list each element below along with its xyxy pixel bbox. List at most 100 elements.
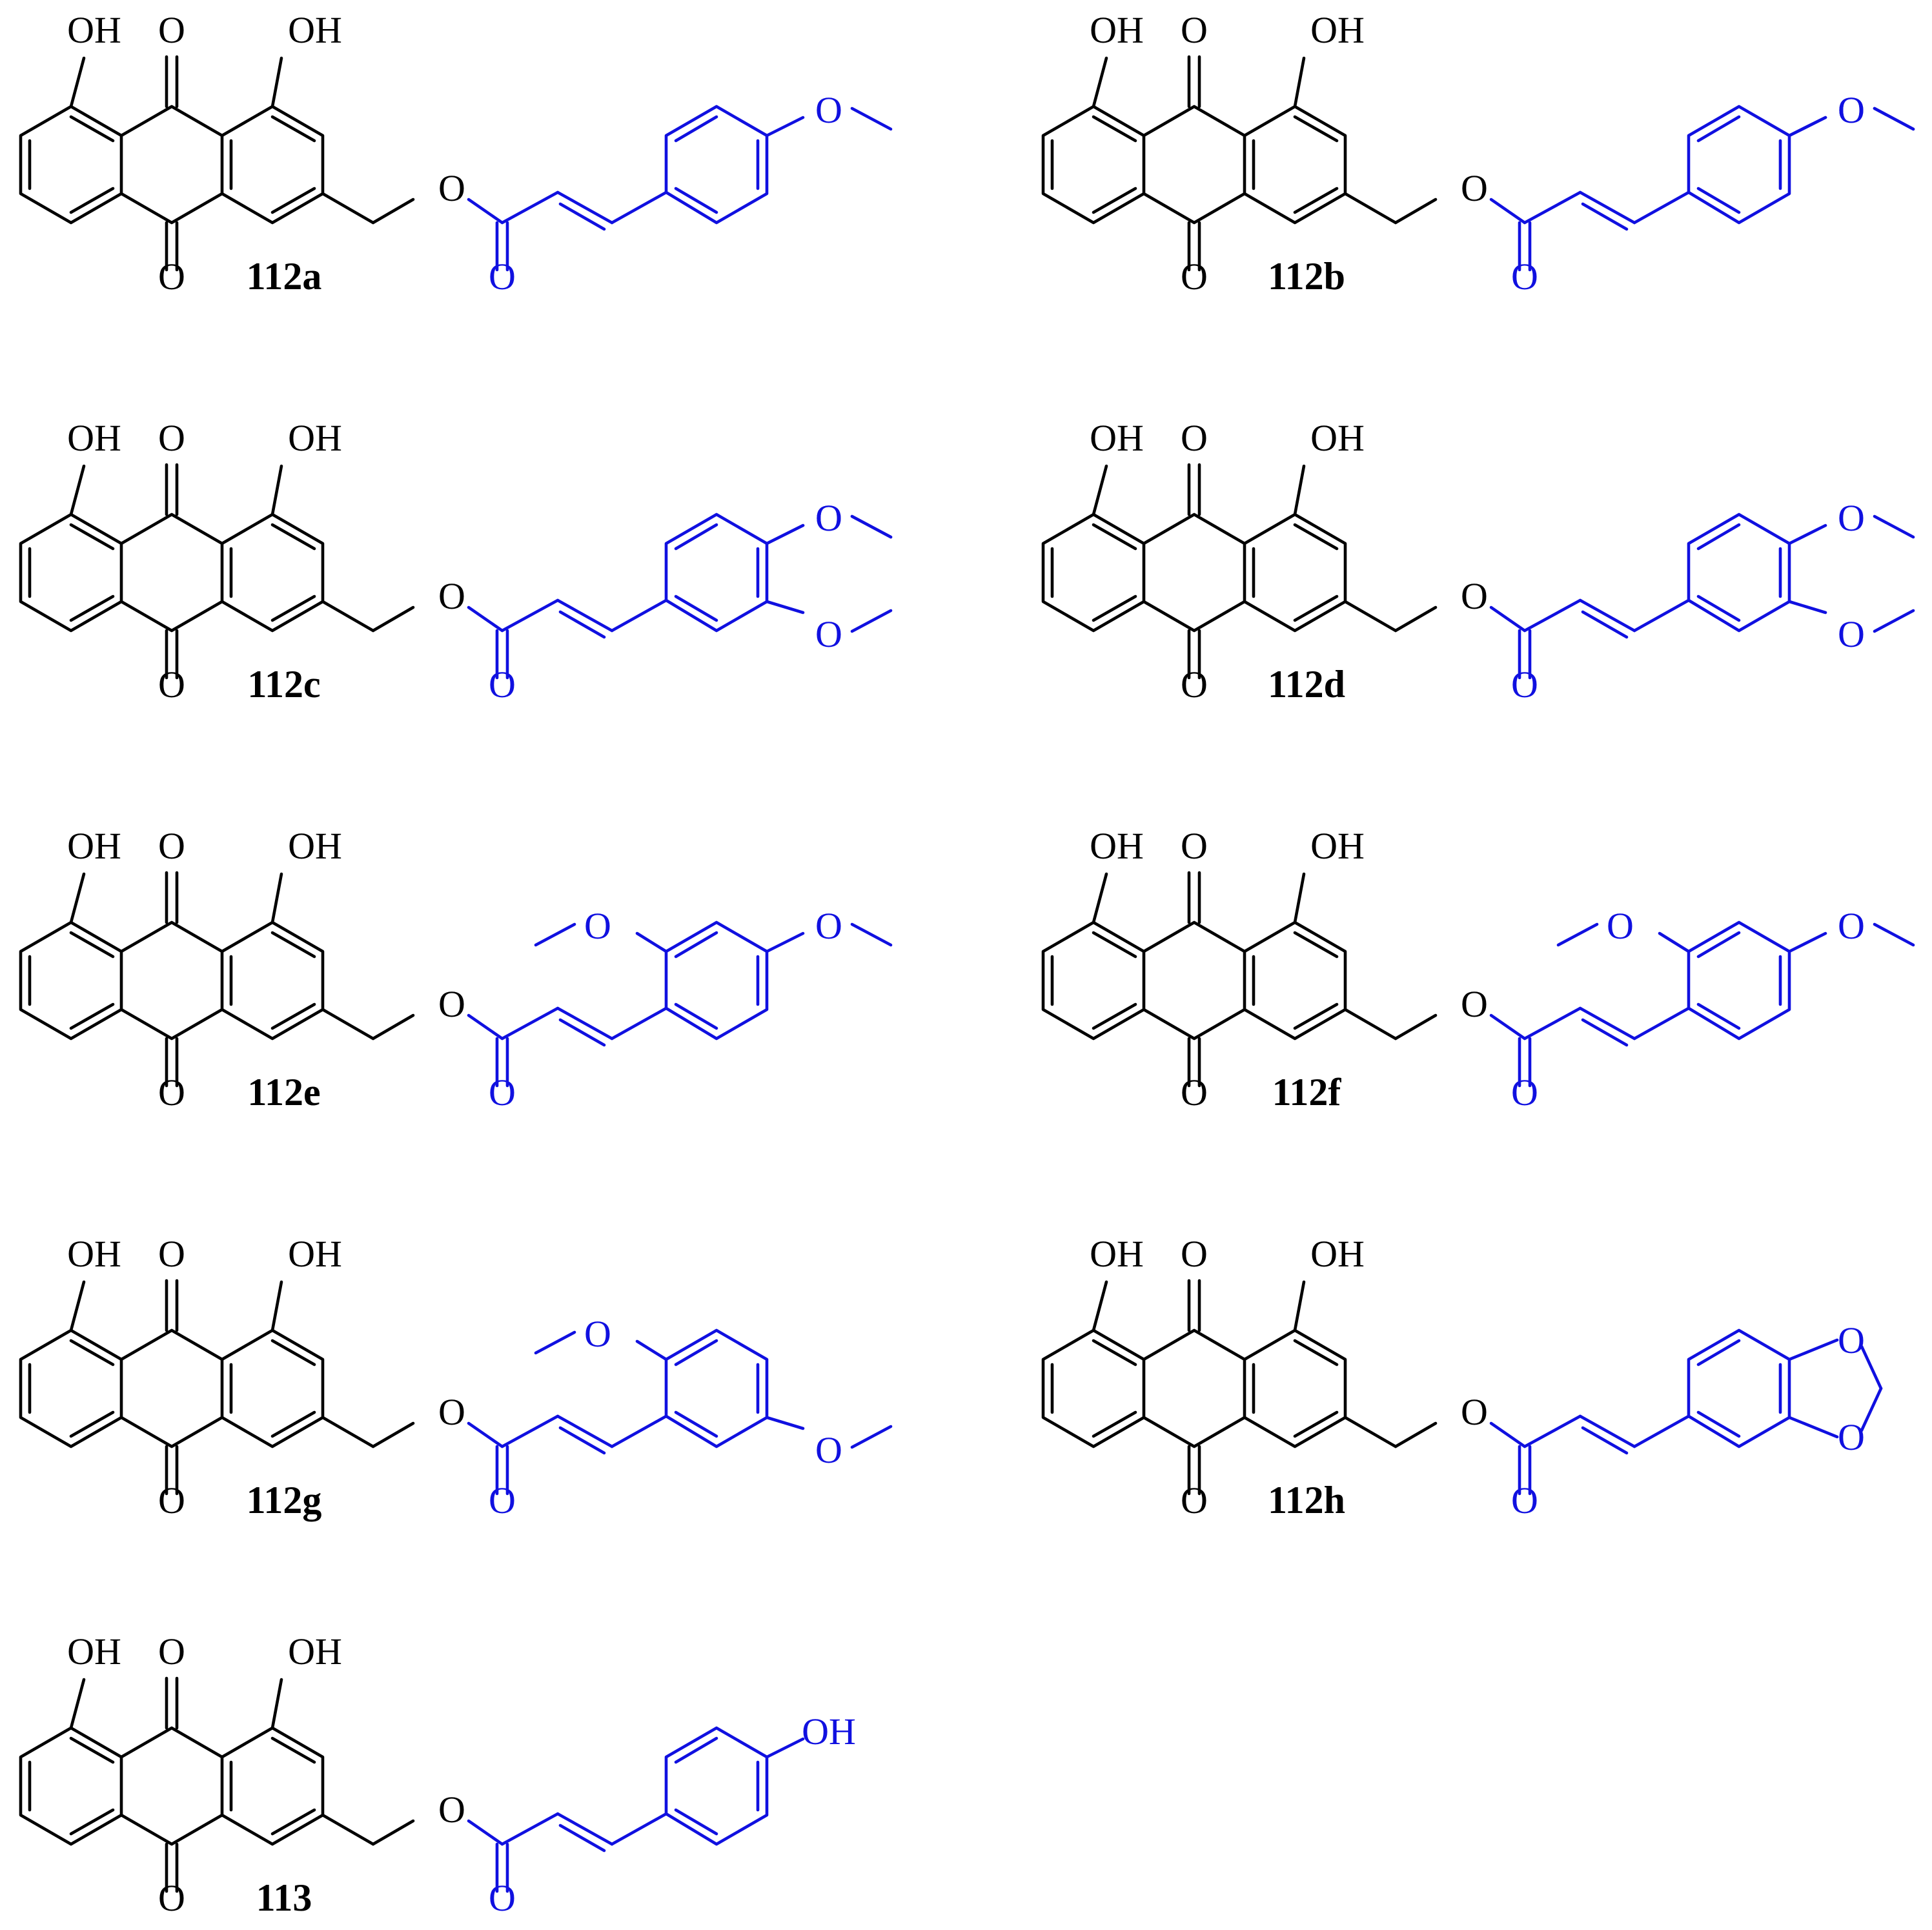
phenyl-ring bbox=[1689, 1330, 1789, 1447]
hydroxyl-label: OH bbox=[67, 1630, 121, 1672]
hydroxyl-label: OH bbox=[1310, 825, 1365, 867]
phenyl-ring bbox=[666, 1330, 767, 1447]
methoxy-oxygen-label: O bbox=[815, 89, 842, 131]
carbonyl-oxygen-label: O bbox=[158, 417, 185, 459]
ester-carbonyl-label: O bbox=[489, 664, 516, 706]
phenyl-ring bbox=[1689, 514, 1789, 631]
methoxy-oxygen-label: O bbox=[1838, 89, 1865, 131]
ester-oxygen-label: O bbox=[1461, 167, 1488, 209]
methoxy-oxygen-label: O bbox=[815, 497, 842, 539]
anthraquinone-core bbox=[1043, 57, 1436, 270]
anthraquinone-core bbox=[1043, 1281, 1436, 1494]
hydroxyl-label: OH bbox=[1310, 1233, 1365, 1275]
substituent-p bbox=[765, 514, 893, 545]
methoxy-oxygen-label: O bbox=[584, 1313, 611, 1355]
ester-carbonyl-label: O bbox=[489, 1479, 516, 1521]
hydroxyl-label: OH bbox=[1090, 1233, 1144, 1275]
methoxy-oxygen-label: O bbox=[1838, 497, 1865, 539]
compound-id: 112e bbox=[247, 1071, 320, 1113]
phenyl-ring bbox=[666, 1728, 767, 1844]
ester-carbonyl-label: O bbox=[1511, 1479, 1538, 1521]
substituent-o bbox=[534, 1330, 668, 1361]
methoxy-oxygen-label: O bbox=[1838, 905, 1865, 947]
ester-carbonyl-label: O bbox=[489, 1877, 516, 1919]
hydroxyl-label: OH bbox=[67, 417, 121, 459]
compound-id: 113 bbox=[256, 1876, 312, 1919]
hydroxyl-label: OH bbox=[802, 1711, 856, 1752]
ring-oxygen-label: O bbox=[1838, 1416, 1865, 1458]
ester-oxygen-label: O bbox=[438, 1391, 465, 1433]
methoxy-oxygen-label: O bbox=[1607, 905, 1634, 947]
substituent-m2 bbox=[765, 600, 893, 633]
carbonyl-oxygen-label: O bbox=[158, 825, 185, 867]
anthraquinone-core bbox=[21, 873, 413, 1086]
ester-carbonyl-label: O bbox=[1511, 1072, 1538, 1113]
anthraquinone-core bbox=[1043, 465, 1436, 678]
carbonyl-oxygen-label: O bbox=[1181, 417, 1208, 459]
hydroxyl-label: OH bbox=[67, 825, 121, 867]
ester-oxygen-label: O bbox=[438, 575, 465, 617]
ester-oxygen-label: O bbox=[1461, 1391, 1488, 1433]
anthraquinone-core bbox=[21, 57, 413, 270]
phenyl-ring bbox=[1689, 107, 1789, 223]
phenyl-ring bbox=[666, 514, 767, 631]
carbonyl-oxygen-label: O bbox=[158, 1630, 185, 1672]
compound-id: 112a bbox=[247, 255, 322, 298]
molecule-112g: OH OH O O O O 112g O O bbox=[21, 1233, 893, 1521]
carbonyl-oxygen-label: O bbox=[1181, 664, 1208, 706]
methoxy-oxygen-label: O bbox=[815, 497, 842, 539]
ester-oxygen-label: O bbox=[1461, 983, 1488, 1025]
ester-carbonyl-label: O bbox=[1511, 256, 1538, 298]
hydroxyl-label: OH bbox=[1310, 9, 1365, 51]
methoxy-oxygen-label: O bbox=[1838, 613, 1865, 655]
hydroxyl-label: OH bbox=[1090, 9, 1144, 51]
carbonyl-oxygen-label: O bbox=[158, 1233, 185, 1275]
carbonyl-oxygen-label: O bbox=[158, 1072, 185, 1113]
hydroxyl-label: OH bbox=[288, 825, 342, 867]
anthraquinone-core bbox=[21, 1281, 413, 1494]
compound-id: 112b bbox=[1268, 255, 1345, 298]
ester-oxygen-label: O bbox=[1461, 575, 1488, 617]
carbonyl-oxygen-label: O bbox=[1181, 1072, 1208, 1113]
carbonyl-oxygen-label: O bbox=[1181, 1479, 1208, 1521]
carbonyl-oxygen-label: O bbox=[158, 256, 185, 298]
anthraquinone-core bbox=[21, 465, 413, 678]
carbonyl-oxygen-label: O bbox=[1181, 9, 1208, 51]
ring-oxygen-label: O bbox=[1838, 1319, 1865, 1361]
compound-id: 112c bbox=[247, 663, 320, 706]
carbonyl-oxygen-label: O bbox=[158, 9, 185, 51]
methoxy-oxygen-label: O bbox=[815, 1429, 842, 1471]
substituent-o bbox=[534, 922, 668, 953]
hydroxyl-label: OH bbox=[67, 9, 121, 51]
ester-carbonyl-label: O bbox=[1511, 664, 1538, 706]
substituent-m1 bbox=[1787, 922, 1915, 953]
compound-id: 112h bbox=[1268, 1479, 1345, 1521]
carbonyl-oxygen-label: O bbox=[158, 1479, 185, 1521]
hydroxyl-label: OH bbox=[288, 1233, 342, 1275]
ester-oxygen-label: O bbox=[438, 1789, 465, 1831]
methoxy-oxygen-label: O bbox=[584, 905, 611, 947]
anthraquinone-core bbox=[21, 1678, 413, 1891]
carbonyl-oxygen-label: O bbox=[1181, 825, 1208, 867]
compound-id: 112f bbox=[1272, 1071, 1342, 1113]
compound-id: 112g bbox=[247, 1479, 322, 1521]
compound-id: 112d bbox=[1268, 663, 1345, 706]
substituent-p bbox=[765, 1737, 805, 1759]
hydroxyl-label: OH bbox=[288, 417, 342, 459]
substituent-p bbox=[765, 922, 893, 953]
phenyl-ring bbox=[666, 922, 767, 1039]
hydroxyl-label: OH bbox=[1310, 417, 1365, 459]
substituent-m2 bbox=[765, 1416, 893, 1449]
hydroxyl-label: OH bbox=[67, 1233, 121, 1275]
phenyl-ring bbox=[1689, 922, 1789, 1039]
methoxy-oxygen-label: O bbox=[815, 613, 842, 655]
methylenedioxy-group bbox=[1787, 1338, 1883, 1439]
